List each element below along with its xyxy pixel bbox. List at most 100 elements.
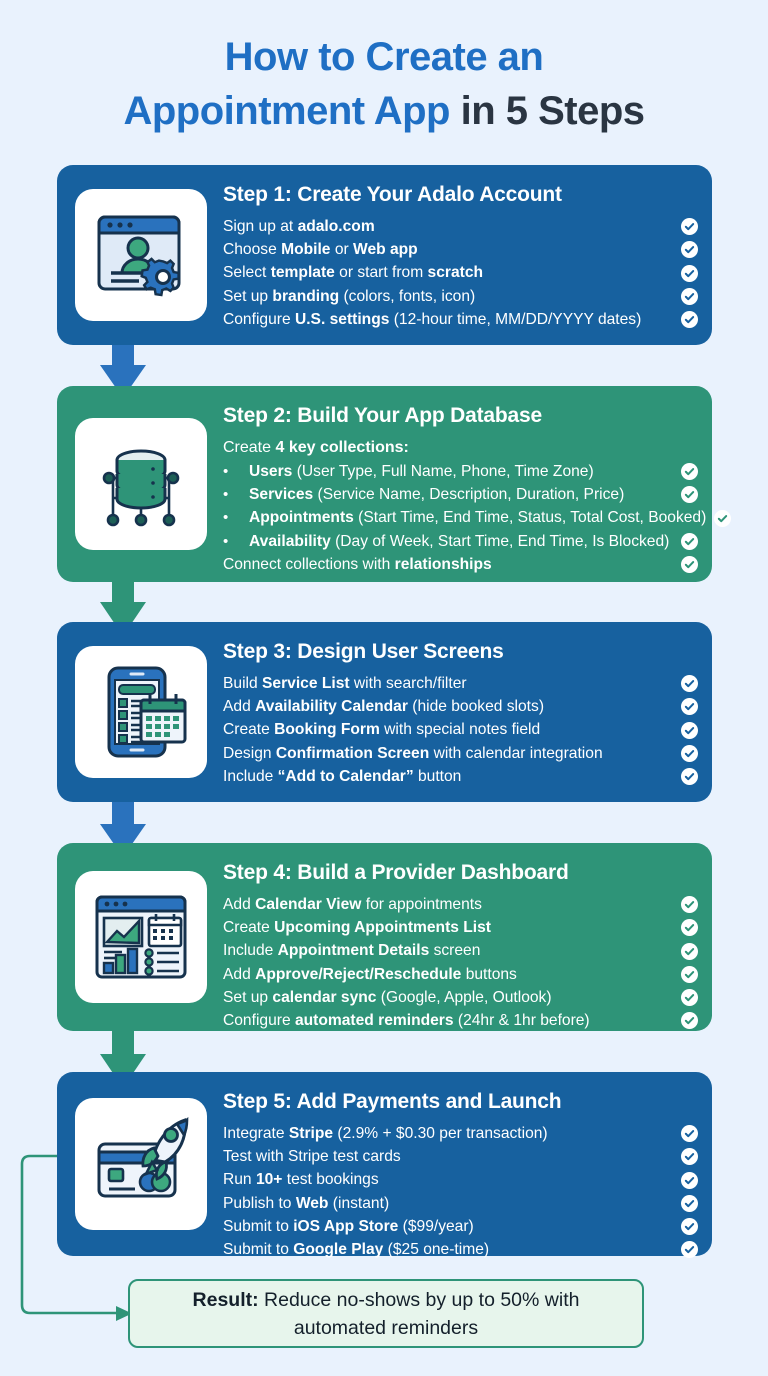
title-line2-rest: in 5 Steps xyxy=(449,89,645,133)
list-item: Configure U.S. settings (12-hour time, M… xyxy=(223,308,698,331)
list-item-label: Connect collections with relationships xyxy=(223,555,492,573)
list-bullet xyxy=(223,460,249,483)
title-line1: How to Create an xyxy=(224,35,544,79)
check-icon xyxy=(681,896,698,914)
list-item: Configure automated reminders (24hr & 1h… xyxy=(223,1009,698,1032)
step-1-icon-box xyxy=(75,189,207,321)
step-2-title: Step 2: Build Your App Database xyxy=(223,404,542,427)
list-item-label: Test with Stripe test cards xyxy=(223,1148,401,1166)
title-line2-highlight: Appointment App xyxy=(123,89,450,133)
list-item-label: Integrate Stripe (2.9% + $0.30 per trans… xyxy=(223,1125,548,1142)
list-item-label: Availability (Day of Week, Start Time, E… xyxy=(223,530,673,553)
list-bullet xyxy=(223,530,249,553)
step-2-icon-box xyxy=(75,418,207,550)
step-3-body: Step 3: Design User Screens Build Servic… xyxy=(223,638,698,788)
list-item: Create Booking Form with special notes f… xyxy=(223,718,698,741)
result-text: Reduce no-shows by up to 50% with automa… xyxy=(258,1288,580,1339)
step-4-icon-box xyxy=(75,871,207,1003)
step-5-icon-box xyxy=(75,1098,207,1230)
step-3-icon-box xyxy=(75,646,207,778)
check-icon xyxy=(681,942,698,960)
list-item-label: Appointments (Start Time, End Time, Stat… xyxy=(223,506,706,529)
list-item: Add Availability Calendar (hide booked s… xyxy=(223,695,698,718)
list-item-label: Design Confirmation Screen with calendar… xyxy=(223,744,603,762)
check-icon xyxy=(681,675,698,693)
list-item: Include Appointment Details screen xyxy=(223,939,698,962)
list-item-label: Create Booking Form with special notes f… xyxy=(223,721,541,739)
step-1-body: Step 1: Create Your Adalo Account Sign u… xyxy=(223,181,698,331)
check-icon xyxy=(681,919,698,937)
list-bullet xyxy=(223,483,249,506)
list-item: Add Approve/Reject/Reschedule buttons xyxy=(223,963,698,986)
result-text-wrap: Result: Reduce no-shows by up to 50% wit… xyxy=(148,1286,624,1342)
list-item-label: Submit to iOS App Store ($99/year) xyxy=(223,1217,474,1235)
list-item: Test with Stripe test cards xyxy=(223,1145,698,1168)
list-item-label: Sign up at adalo.com xyxy=(223,218,375,235)
step-2-body: Step 2: Build Your App Database Create 4… xyxy=(223,402,732,576)
check-icon xyxy=(681,1171,698,1189)
list-item: Submit to iOS App Store ($99/year) xyxy=(223,1215,698,1238)
step-card-2[interactable]: Step 2: Build Your App Database Create 4… xyxy=(57,386,732,582)
list-item: Include “Add to Calendar” button xyxy=(223,765,698,788)
step-2-items: Users (User Type, Full Name, Phone, Time… xyxy=(223,460,732,576)
dashboard-analytics-icon xyxy=(95,895,187,979)
step-5-items: Integrate Stripe (2.9% + $0.30 per trans… xyxy=(223,1122,698,1261)
check-icon xyxy=(681,1217,698,1235)
list-item: Set up branding (colors, fonts, icon) xyxy=(223,285,698,308)
check-icon xyxy=(681,532,698,550)
step-4-title: Step 4: Build a Provider Dashboard xyxy=(223,861,569,884)
check-icon xyxy=(681,218,698,236)
check-icon xyxy=(681,486,698,504)
list-item-label: Submit to Google Play ($25 one-time) xyxy=(223,1241,490,1259)
list-item-label: Run 10+ test bookings xyxy=(223,1171,379,1189)
check-icon xyxy=(681,1194,698,1212)
step-card-3[interactable]: Step 3: Design User Screens Build Servic… xyxy=(57,622,712,802)
list-item-label: Choose Mobile or Web app xyxy=(223,241,418,259)
check-icon xyxy=(681,1125,698,1143)
list-item-label: Set up calendar sync (Google, Apple, Out… xyxy=(223,988,552,1006)
check-icon xyxy=(681,744,698,762)
step-1-title: Step 1: Create Your Adalo Account xyxy=(223,183,562,206)
check-icon xyxy=(681,988,698,1006)
list-item: Set up calendar sync (Google, Apple, Out… xyxy=(223,986,698,1009)
list-item: Availability (Day of Week, Start Time, E… xyxy=(223,530,698,553)
list-item-label: Add Calendar View for appointments xyxy=(223,896,482,913)
check-icon xyxy=(681,965,698,983)
list-item-label: Configure automated reminders (24hr & 1h… xyxy=(223,1012,590,1030)
list-item: Integrate Stripe (2.9% + $0.30 per trans… xyxy=(223,1122,698,1145)
list-item-label: Include Appointment Details screen xyxy=(223,942,481,960)
result-box: Result: Reduce no-shows by up to 50% wit… xyxy=(128,1279,644,1348)
step-5-title: Step 5: Add Payments and Launch xyxy=(223,1090,562,1113)
step-2-lead-bold: 4 key collections: xyxy=(275,439,409,456)
page-title: How to Create an Appointment App in 5 St… xyxy=(0,30,768,138)
list-item-label: Include “Add to Calendar” button xyxy=(223,767,462,785)
list-item: Publish to Web (instant) xyxy=(223,1192,698,1215)
step-5-body: Step 5: Add Payments and Launch Integrat… xyxy=(223,1088,698,1261)
check-icon xyxy=(681,241,698,259)
list-item-label: Publish to Web (instant) xyxy=(223,1194,390,1212)
list-item: Run 10+ test bookings xyxy=(223,1168,698,1191)
browser-user-gear-icon xyxy=(97,215,181,297)
database-nodes-icon xyxy=(102,449,180,527)
list-item: Users (User Type, Full Name, Phone, Time… xyxy=(223,460,698,483)
step-card-4[interactable]: Step 4: Build a Provider Dashboard Add C… xyxy=(57,843,712,1031)
list-item: Connect collections with relationships xyxy=(223,553,698,576)
list-item: Build Service List with search/filter xyxy=(223,672,698,695)
list-item-label: Add Availability Calendar (hide booked s… xyxy=(223,698,545,716)
list-item: Submit to Google Play ($25 one-time) xyxy=(223,1238,698,1261)
check-icon xyxy=(714,509,732,527)
step-2-lead: Create 4 key collections: xyxy=(223,436,698,459)
list-item-label: Set up branding (colors, fonts, icon) xyxy=(223,287,476,305)
check-icon xyxy=(681,555,698,573)
list-item: Choose Mobile or Web app xyxy=(223,238,698,261)
check-icon xyxy=(681,287,698,305)
check-icon xyxy=(681,1148,698,1166)
check-icon xyxy=(681,1241,698,1259)
step-card-1[interactable]: Step 1: Create Your Adalo Account Sign u… xyxy=(57,165,712,345)
check-icon xyxy=(681,698,698,716)
result-label: Result: xyxy=(192,1288,259,1311)
step-card-5[interactable]: Step 5: Add Payments and Launch Integrat… xyxy=(57,1072,712,1259)
